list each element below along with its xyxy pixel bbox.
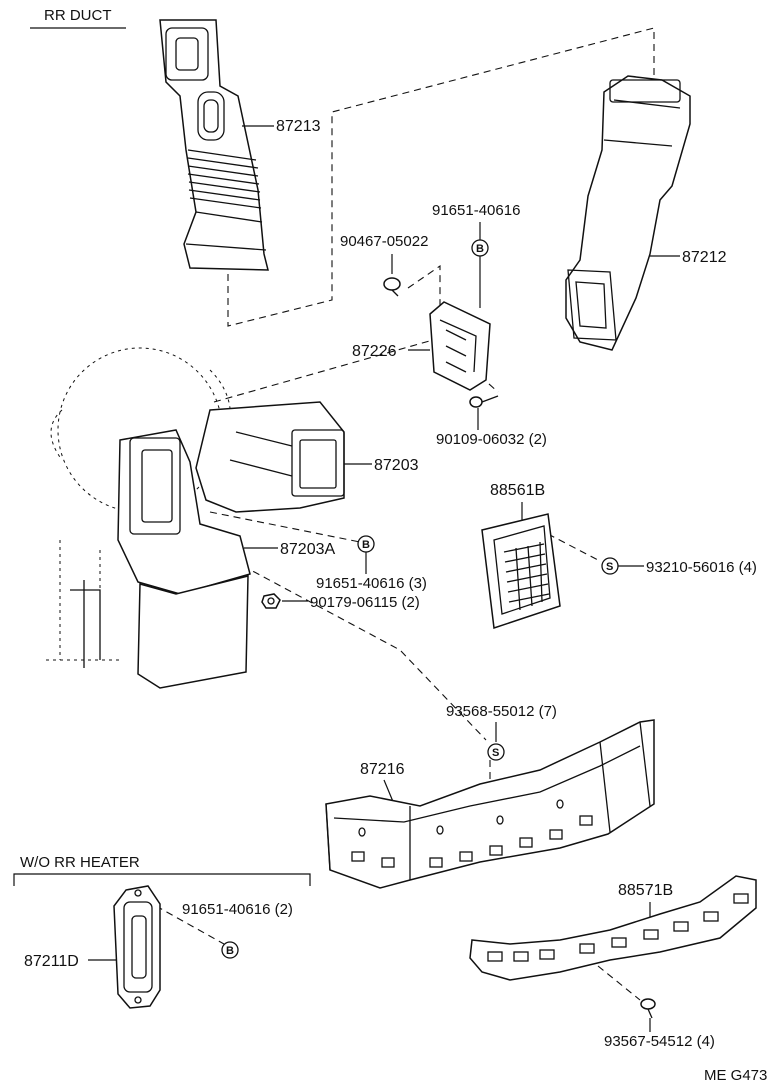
label-87216: 87216 xyxy=(360,761,405,778)
label-87212: 87212 xyxy=(682,249,727,266)
marker-s-2: S xyxy=(492,747,499,759)
bracket-87226-drawing xyxy=(429,301,491,391)
clip-90467-drawing xyxy=(383,277,401,297)
assembly-line-87226 xyxy=(213,337,441,403)
diagram-code: ME G473 xyxy=(704,1067,767,1084)
duct-87216-drawing xyxy=(325,719,655,889)
nut-90179-drawing xyxy=(261,593,281,609)
section-bracket xyxy=(13,873,311,886)
blower-unit-drawing xyxy=(46,347,345,689)
section-title-rr-duct: RR DUCT xyxy=(44,7,112,24)
label-87211d: 87211D xyxy=(24,953,79,970)
marker-b-1: B xyxy=(476,243,484,255)
label-93567-54512: 93567-54512 (4) xyxy=(604,1033,715,1050)
label-93210-56016: 93210-56016 (4) xyxy=(646,559,757,576)
label-87213: 87213 xyxy=(276,118,321,135)
label-90109-06032: 90109-06032 (2) xyxy=(436,431,547,448)
register-87211d-drawing xyxy=(113,885,161,1009)
label-90179-06115: 90179-06115 (2) xyxy=(310,594,420,611)
duct-87212-drawing xyxy=(565,75,691,351)
grille-88561b-drawing xyxy=(481,513,561,630)
clip-93567-drawing xyxy=(640,998,656,1019)
trim-88571b-drawing xyxy=(469,875,757,981)
label-87203a: 87203A xyxy=(280,541,335,558)
label-88571b: 88571B xyxy=(618,882,673,899)
assembly-line-87216 xyxy=(231,559,487,741)
bolt-90109-drawing xyxy=(469,395,499,408)
label-91651-40616-2: 91651-40616 (2) xyxy=(182,901,293,918)
marker-s-1: S xyxy=(606,561,613,573)
label-91651-40616-3: 91651-40616 (3) xyxy=(316,575,427,592)
assembly-line-91651-3 xyxy=(209,511,361,543)
marker-b-3: B xyxy=(226,945,234,957)
assembly-line-93567 xyxy=(597,965,641,1001)
bolt-marker-b-3 xyxy=(221,941,239,959)
label-90467-05022: 90467-05022 xyxy=(340,233,428,250)
screw-marker-s-2 xyxy=(487,743,505,761)
label-91651-40616: 91651-40616 xyxy=(432,202,520,219)
duct-87213-drawing xyxy=(159,19,269,271)
label-88561b: 88561B xyxy=(490,482,545,499)
assembly-line-91651-2 xyxy=(155,905,225,945)
assembly-line-93210 xyxy=(547,533,599,561)
section-title-wo-rr-heater: W/O RR HEATER xyxy=(20,854,140,871)
assembly-line-87213 xyxy=(227,27,655,327)
label-93568-55012: 93568-55012 (7) xyxy=(446,703,557,720)
label-87203: 87203 xyxy=(374,457,419,474)
label-87226: 87226 xyxy=(352,343,397,360)
marker-b-2: B xyxy=(362,539,370,551)
